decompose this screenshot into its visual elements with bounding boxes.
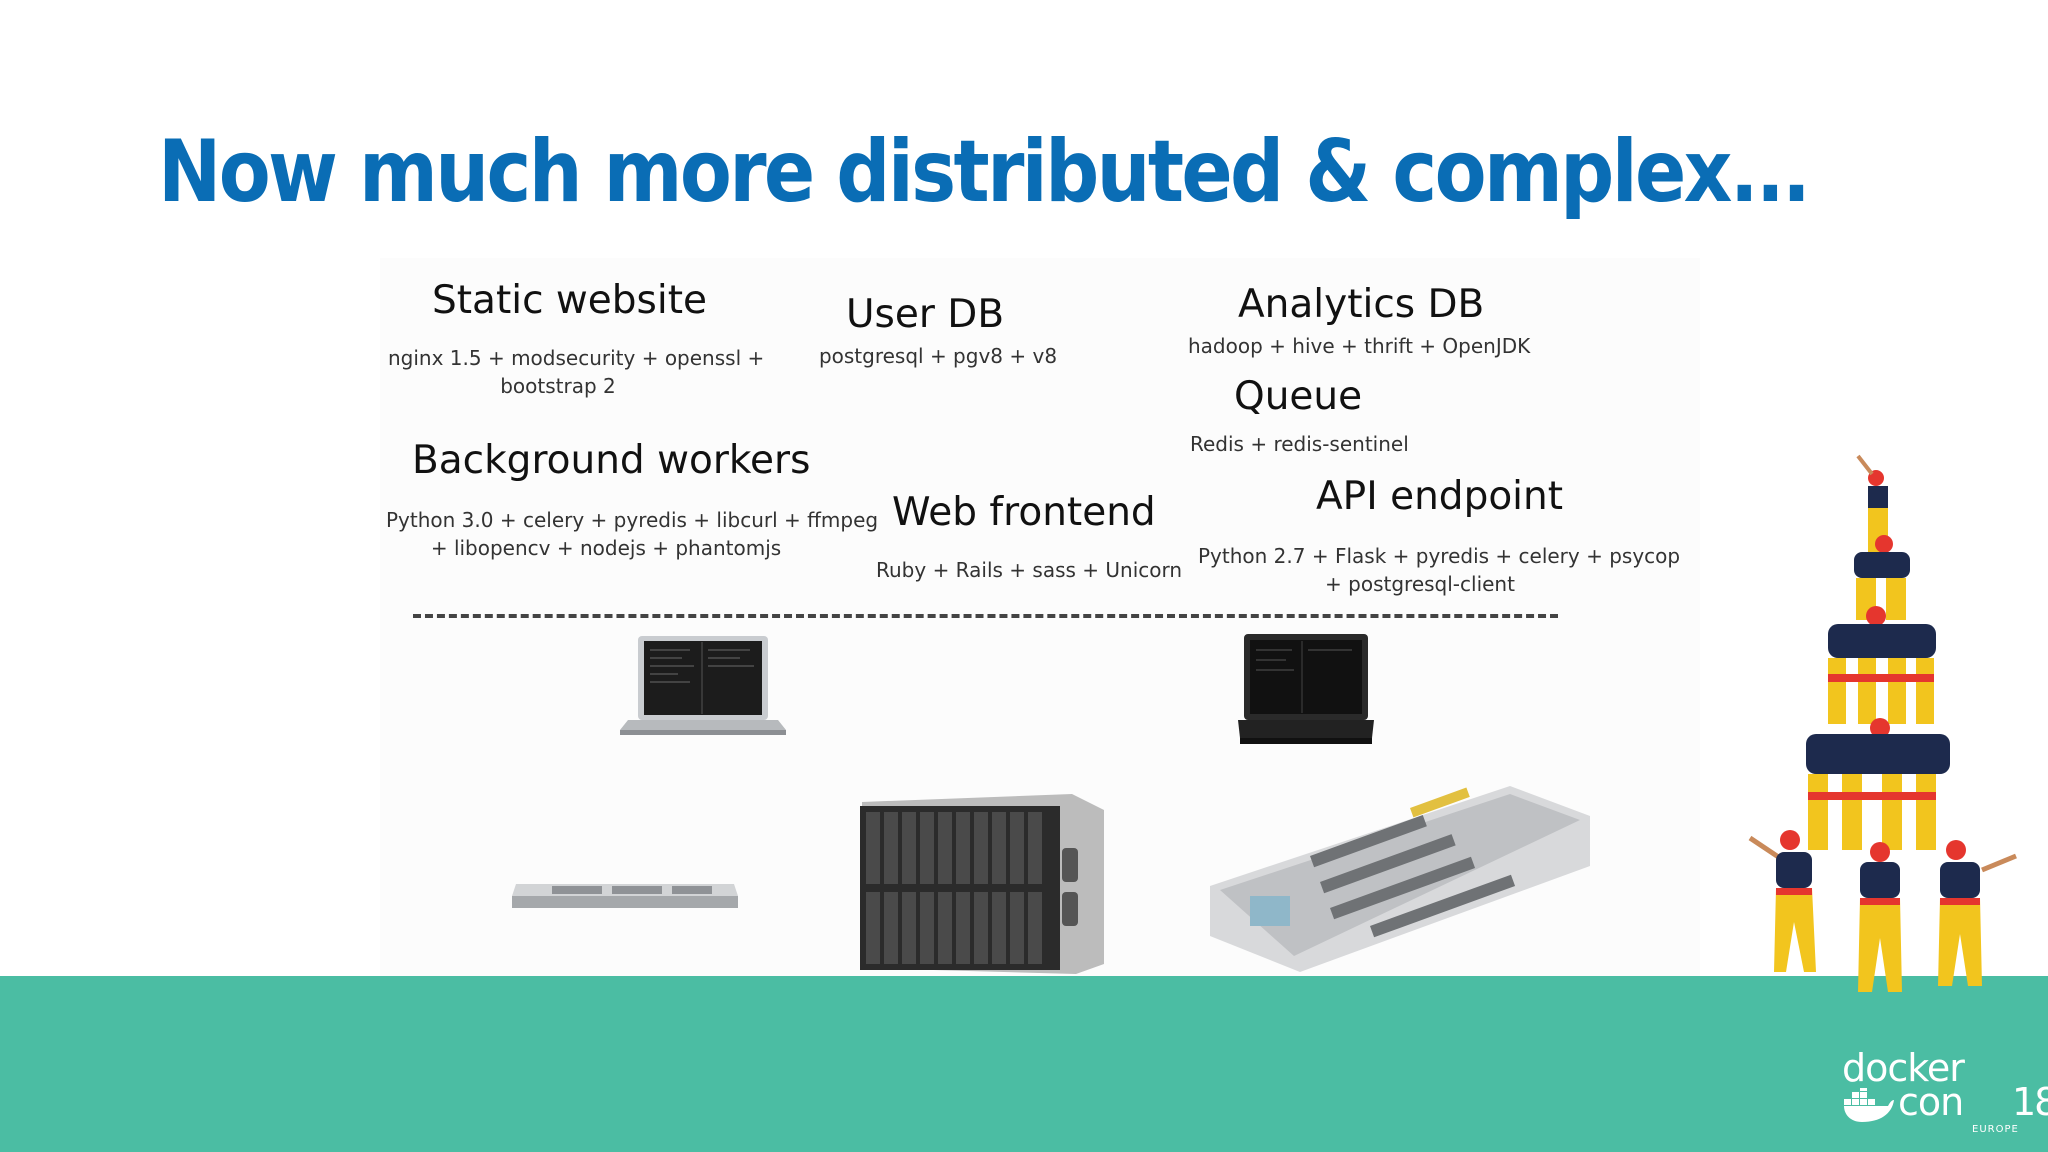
logo-word-con: con	[1898, 1080, 1964, 1124]
human-tower-illustration	[1748, 454, 2017, 992]
service-name-background-workers: Background workers	[412, 438, 811, 483]
stack-line: Ruby + Rails + sass + Unicorn	[876, 558, 1183, 582]
service-name-web-frontend: Web frontend	[892, 490, 1156, 535]
logo-word-docker: docker	[1842, 1046, 1965, 1090]
service-name-queue: Queue	[1234, 374, 1363, 419]
footer-band	[0, 976, 2048, 1152]
laptop-windows-image	[1238, 634, 1374, 744]
blade-enclosure-image	[860, 794, 1104, 974]
slide-title: Now much more distributed & complex...	[158, 122, 1811, 222]
service-stack-api-endpoint: Python 2.7 + Flask + pyredis + celery + …	[1198, 542, 1681, 598]
stack-line: nginx 1.5 + modsecurity + openssl +	[388, 346, 765, 370]
stack-line: + postgresql-client	[1325, 572, 1515, 596]
stack-line: Python 2.7 + Flask + pyredis + celery + …	[1198, 544, 1681, 568]
stack-line: + libopencv + nodejs + phantomjs	[430, 536, 782, 560]
stack-line: postgresql + pgv8 + v8	[818, 344, 1058, 368]
stack-line: Redis + redis-sentinel	[1190, 432, 1409, 456]
docker-whale-icon	[1844, 1088, 1894, 1122]
stack-line: hadoop + hive + thrift + OpenJDK	[1188, 334, 1531, 358]
logo-year: 18	[2012, 1080, 2048, 1124]
dashed-divider	[413, 614, 1558, 618]
service-name-static-website: Static website	[432, 278, 707, 323]
laptop-mac-image	[620, 636, 786, 735]
service-name-api-endpoint: API endpoint	[1316, 474, 1564, 519]
service-name-user-db: User DB	[846, 292, 1005, 337]
logo-region: EUROPE	[1972, 1124, 2019, 1135]
service-stack-static-website: nginx 1.5 + modsecurity + openssl + boot…	[388, 344, 765, 400]
service-stack-background-workers: Python 3.0 + celery + pyredis + libcurl …	[386, 506, 879, 562]
service-stack-queue: Redis + redis-sentinel	[1190, 430, 1409, 458]
service-stack-user-db: postgresql + pgv8 + v8	[808, 342, 1068, 370]
service-stack-analytics-db: hadoop + hive + thrift + OpenJDK	[1188, 332, 1531, 360]
rack-server-image	[512, 884, 738, 908]
dockercon-logo: docker con 18 EUROPE	[1840, 1046, 2048, 1136]
service-stack-web-frontend: Ruby + Rails + sass + Unicorn	[876, 556, 1183, 584]
stack-line: Python 3.0 + celery + pyredis + libcurl …	[386, 508, 879, 532]
datacenter-image	[1210, 786, 1590, 972]
stack-line: bootstrap 2	[500, 374, 616, 398]
service-name-analytics-db: Analytics DB	[1238, 282, 1485, 327]
